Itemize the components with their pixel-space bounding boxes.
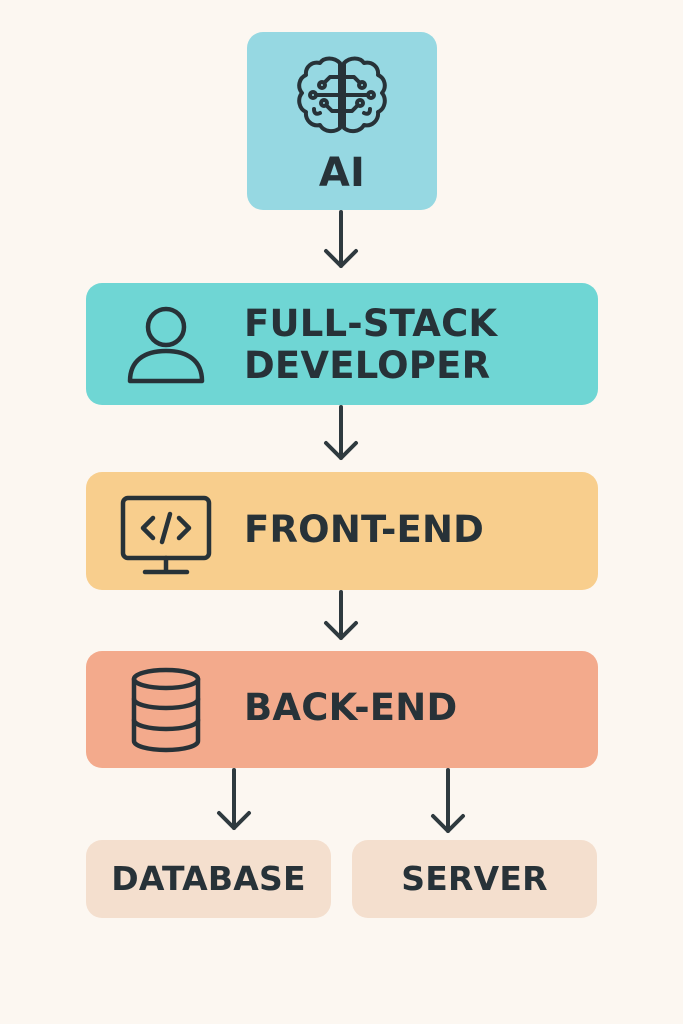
node-database-label: DATABASE	[111, 859, 306, 898]
arrow-fullstack-to-frontend	[324, 405, 358, 460]
node-database: DATABASE	[86, 840, 331, 918]
node-back-end: BACK-END	[86, 651, 598, 768]
database-stack-icon	[131, 667, 201, 753]
node-front-end: FRONT-END	[86, 472, 598, 590]
node-fullstack-developer: FULL-STACK DEVELOPER	[86, 283, 598, 405]
node-fullstack-label-line2: DEVELOPER	[244, 344, 491, 387]
arrow-frontend-to-backend	[324, 590, 358, 640]
node-server: SERVER	[352, 840, 597, 918]
code-monitor-icon	[120, 495, 212, 575]
node-back-end-label: BACK-END	[244, 686, 458, 729]
node-fullstack-label: FULL-STACK DEVELOPER	[244, 303, 497, 387]
node-ai-label: AI	[318, 150, 366, 196]
arrow-ai-to-fullstack	[324, 210, 358, 268]
arrow-backend-to-server	[431, 768, 465, 833]
brain-icon	[297, 56, 387, 134]
node-front-end-label: FRONT-END	[244, 508, 485, 551]
node-fullstack-label-line1: FULL-STACK	[244, 302, 498, 345]
user-icon	[127, 306, 205, 384]
node-server-label: SERVER	[401, 859, 548, 898]
arrow-backend-to-database	[217, 768, 251, 830]
node-ai: AI	[247, 32, 437, 210]
